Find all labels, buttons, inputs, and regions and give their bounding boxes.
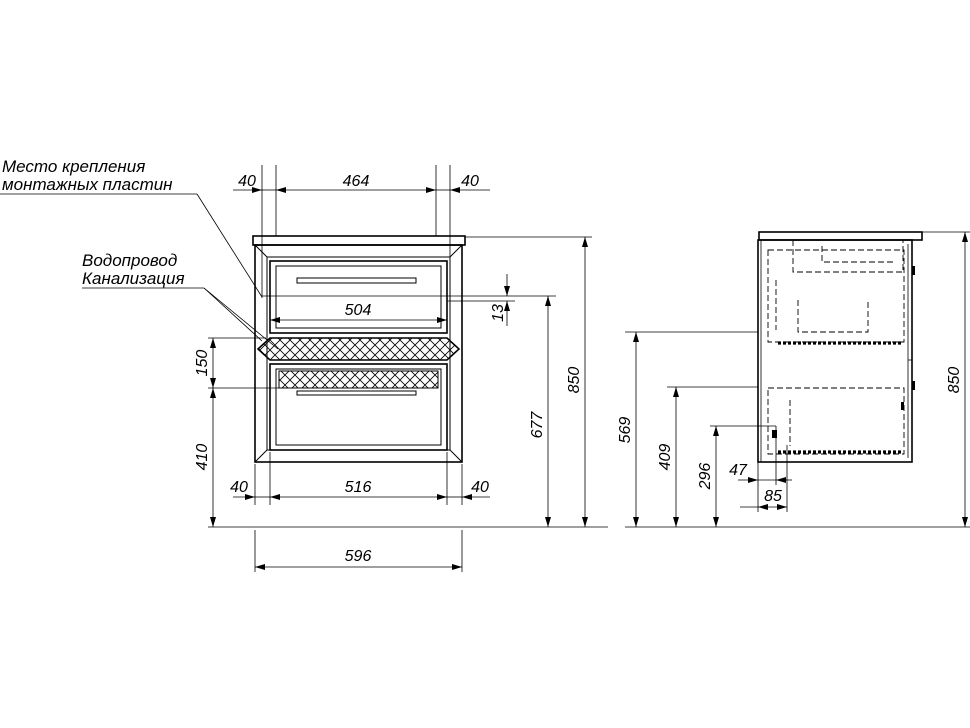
frame-corner-bottom-left xyxy=(254,449,268,463)
dim-inner-width: 504 xyxy=(345,302,372,319)
lower-drawer-panel xyxy=(275,368,442,446)
lower-drawer-box-hidden xyxy=(767,387,905,455)
hardware-mark xyxy=(772,430,777,438)
sink-drain-hidden xyxy=(821,246,893,263)
callout-mounting-plates: Место крепления монтажных пластин xyxy=(0,157,263,298)
front-view-dimensions: 40 464 40 13 504 150 410 677 850 xyxy=(194,165,608,572)
lattice-band xyxy=(256,337,461,361)
side-countertop xyxy=(758,231,923,241)
side-view-dimensions: 569 409 296 47 85 850 xyxy=(617,231,970,528)
utilities-label-line-1: Водопровод xyxy=(82,251,177,270)
side-view-cabinet xyxy=(757,231,923,463)
dim-top-right: 40 xyxy=(461,173,479,190)
lower-drawer-handle xyxy=(296,390,417,396)
utilities-leader-line-2 xyxy=(203,287,279,350)
mounting-label-line-1: Место крепления xyxy=(2,157,145,176)
dim-pipe-height: 677 xyxy=(529,411,546,439)
upper-drawer-handle xyxy=(296,277,417,284)
dim-total-height-side: 850 xyxy=(946,367,963,394)
dim-offset: 13 xyxy=(490,304,507,322)
hardware-mark xyxy=(912,381,915,390)
utilities-label-line-2: Канализация xyxy=(82,269,185,288)
dim-top-left: 40 xyxy=(238,173,256,190)
countertop xyxy=(252,235,466,246)
dim-side-height-1: 569 xyxy=(617,417,634,444)
cabinet-body xyxy=(254,244,463,463)
dim-bottom-middle: 516 xyxy=(345,479,372,496)
dim-top-middle: 464 xyxy=(343,173,370,190)
frame-corner-bottom-right xyxy=(449,449,463,463)
dim-total-height-front: 850 xyxy=(566,367,583,394)
upper-drawer-front xyxy=(269,260,448,334)
callout-utilities: Водопровод Канализация xyxy=(82,251,279,350)
frame-corner-top-left xyxy=(254,244,268,258)
dim-bottom-right: 40 xyxy=(471,479,489,496)
dim-side-offset-1: 47 xyxy=(729,462,748,479)
dim-lower-height: 410 xyxy=(194,444,211,471)
front-view-cabinet xyxy=(252,235,466,463)
siphon-hidden xyxy=(797,300,869,333)
upper-drawer-panel xyxy=(275,265,442,329)
upper-drawer-box-hidden xyxy=(767,249,905,343)
dim-side-offset-2: 85 xyxy=(764,488,782,505)
lower-drawer-front xyxy=(269,363,448,451)
utilities-leader-line-1 xyxy=(203,287,263,342)
sink-bowl-hidden xyxy=(792,240,904,273)
dim-band-height: 150 xyxy=(194,350,211,377)
mounting-leader-line xyxy=(196,193,263,298)
lower-lattice-insert xyxy=(278,370,439,389)
dim-side-height-3: 296 xyxy=(697,463,714,491)
hardware-mark xyxy=(912,266,915,275)
dim-total-width: 596 xyxy=(345,548,372,565)
mounting-label-line-2: монтажных пластин xyxy=(2,175,173,194)
dim-bottom-left: 40 xyxy=(230,479,248,496)
frame-corner-top-right xyxy=(449,244,463,258)
side-cabinet-body xyxy=(757,239,913,463)
dim-side-height-2: 409 xyxy=(657,444,674,471)
hardware-mark xyxy=(901,402,904,410)
